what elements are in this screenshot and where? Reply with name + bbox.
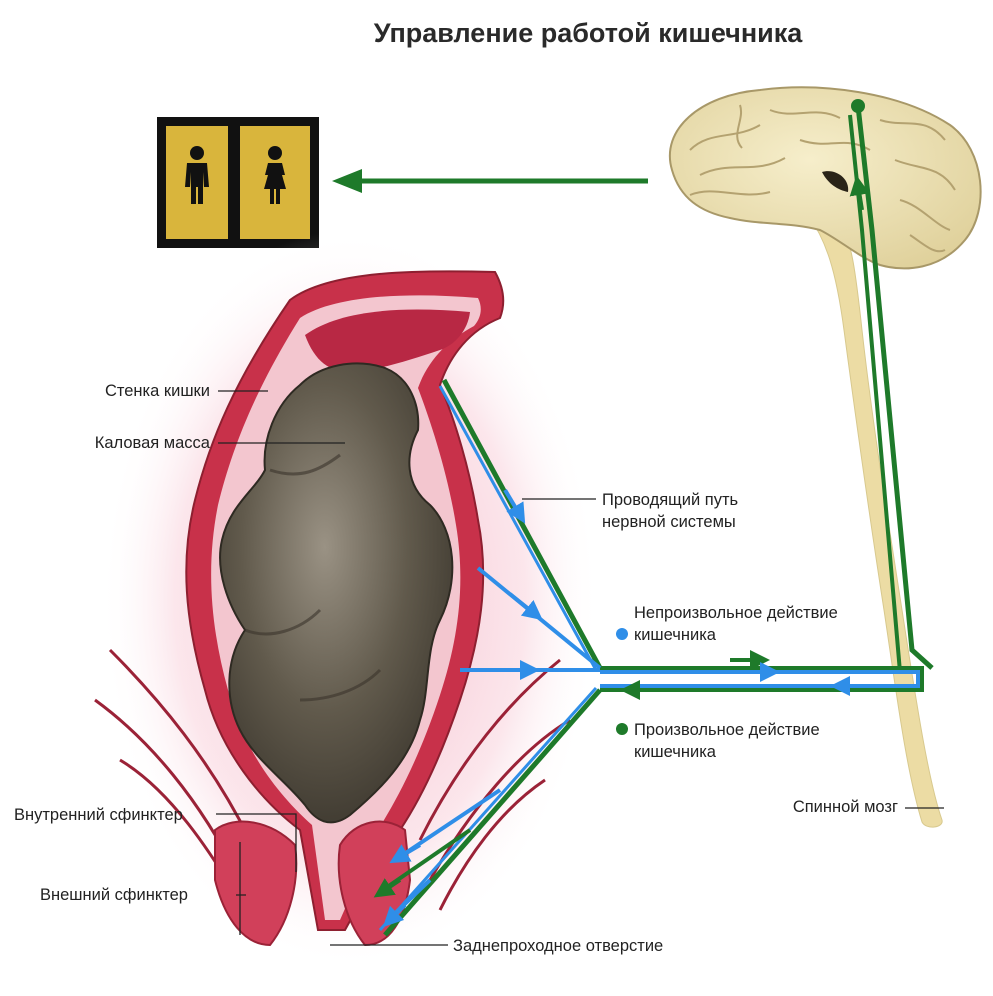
outer-sphincter-left <box>214 820 298 947</box>
woman-icon <box>264 146 286 204</box>
label-fecal-mass: Каловая масса <box>95 434 211 452</box>
label-spinal-cord: Спинной мозг <box>793 798 898 816</box>
upper-path-arrow <box>503 488 526 524</box>
leader-outer-sphincter <box>236 842 246 935</box>
label-intestine-wall: Стенка кишки <box>105 382 210 400</box>
voluntary-upper-path <box>441 378 603 670</box>
voluntary-ascending-path <box>848 114 902 673</box>
diagram-title: Управление работой кишечника <box>374 18 804 48</box>
spinal-cord <box>807 214 943 828</box>
sphincter-arrow-2 <box>373 878 402 898</box>
brain-to-sign-arrowhead <box>332 169 362 193</box>
legend-voluntary-dot <box>616 723 628 735</box>
label-outer-sphincter: Внешний сфинктер <box>40 886 188 904</box>
involuntary-lower-path <box>378 687 598 931</box>
sphincter-arrow-3 <box>382 903 407 928</box>
leader-inner-sphincter <box>216 813 297 872</box>
voluntary-descending-path <box>855 105 934 670</box>
label-voluntary-line2: кишечника <box>634 743 717 761</box>
label-involuntary-line1: Непроизвольное действие <box>634 604 838 622</box>
ascending-arrow <box>849 175 870 211</box>
label-voluntary-line1: Произвольное действие <box>634 721 820 739</box>
label-nerve-path-line2: нервной системы <box>602 513 736 531</box>
voluntary-lower-path <box>383 688 602 937</box>
sphincter-arrow-1 <box>389 843 422 864</box>
label-involuntary-line2: кишечника <box>634 626 717 644</box>
label-nerve-path-line1: Проводящий путь <box>602 491 738 509</box>
label-anus: Заднепроходное отверстие <box>453 937 663 955</box>
toilet-sign-icon <box>157 117 319 248</box>
involuntary-horizontal-path <box>600 670 920 688</box>
legend-involuntary-dot <box>616 628 628 640</box>
label-inner-sphincter: Внутренний сфинктер <box>14 806 183 824</box>
mid-branch-arrow <box>508 592 543 621</box>
man-icon <box>185 146 209 204</box>
involuntary-upper-path <box>438 385 598 671</box>
